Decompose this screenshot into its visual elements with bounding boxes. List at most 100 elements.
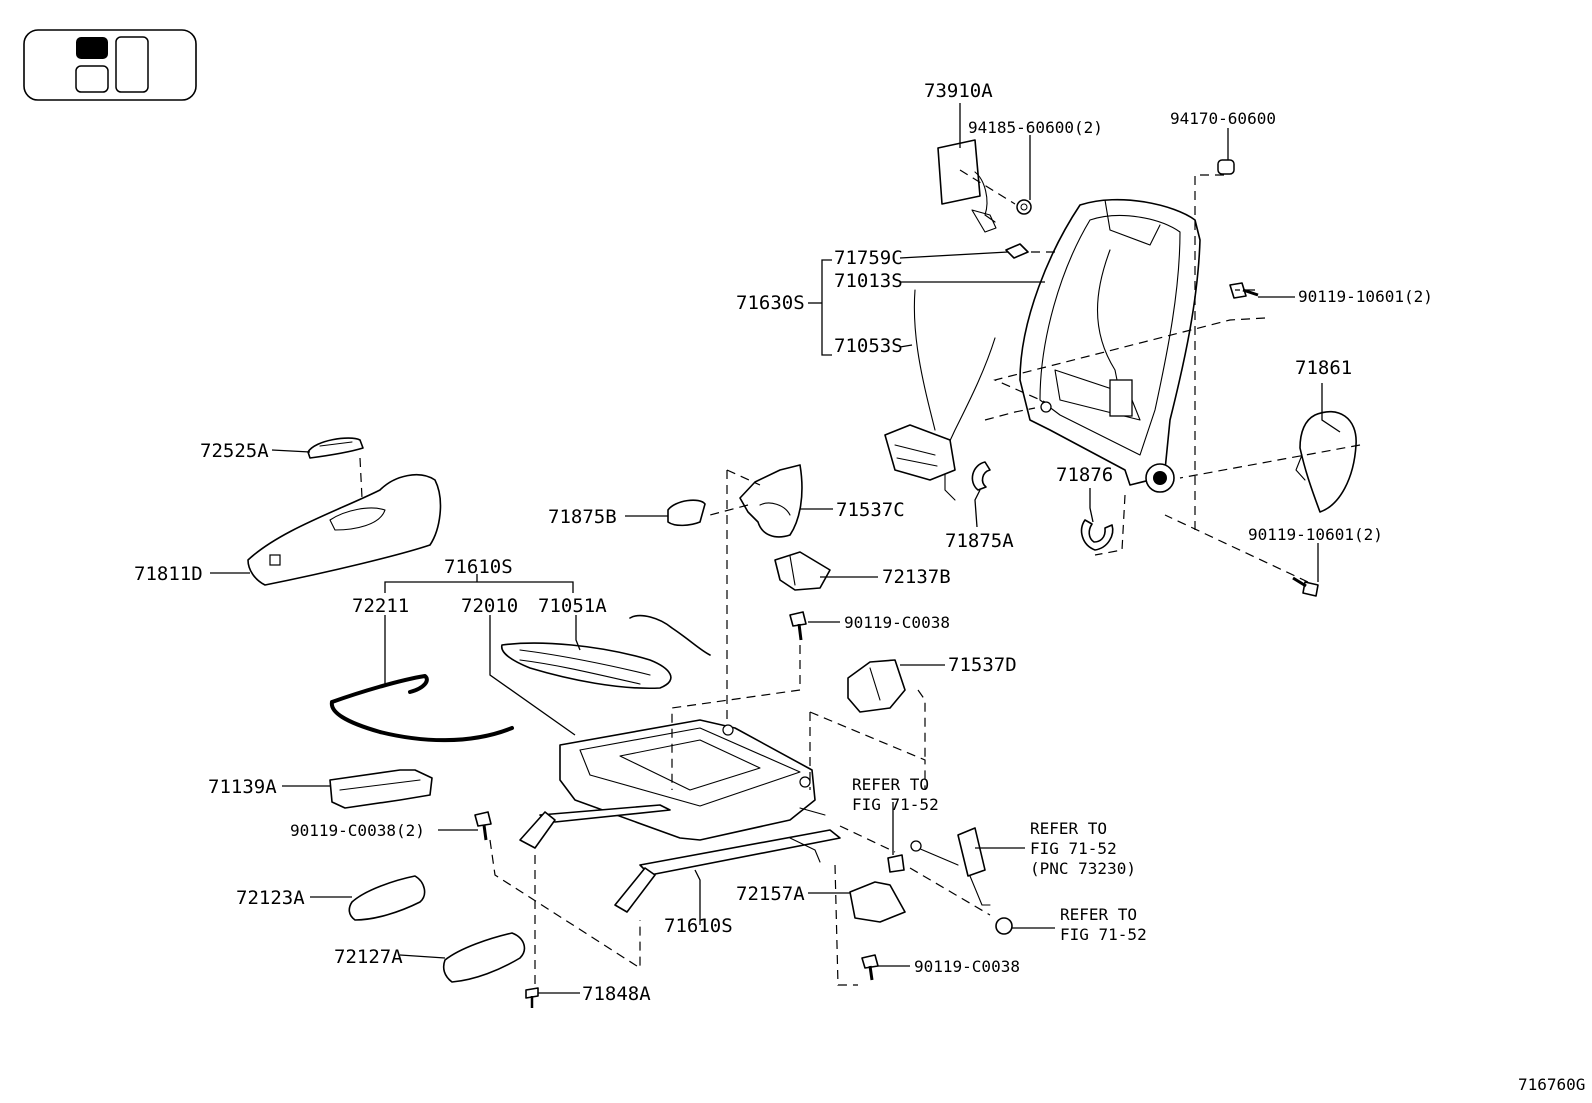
callout-71053S[interactable]: 71053S (834, 335, 903, 357)
seatback-spring-drawing (884, 289, 996, 501)
callout-71139A[interactable]: 71139A (208, 776, 277, 798)
svg-text:FIG 71-52: FIG 71-52 (1030, 839, 1117, 858)
svg-text:REFER TO: REFER TO (852, 775, 929, 794)
callout-71876[interactable]: 71876 (1056, 464, 1113, 486)
callout-94185-60600[interactable]: 94185-60600(2) (968, 118, 1103, 137)
svg-text:72010: 72010 (461, 595, 518, 617)
refer-note-seat-belt[interactable]: REFER TO FIG 71-52 (PNC 73230) (1030, 819, 1136, 878)
svg-text:(PNC 73230): (PNC 73230) (1030, 859, 1136, 878)
svg-text:90119-C0038: 90119-C0038 (914, 957, 1020, 976)
refer-note-center[interactable]: REFER TO FIG 71-52 (852, 775, 939, 814)
seat-track-drawing (519, 804, 841, 913)
svg-text:71051A: 71051A (538, 595, 607, 617)
sensor-module-drawing (937, 139, 997, 233)
assembly-dashed-lines (359, 169, 1361, 990)
callout-71861[interactable]: 71861 (1295, 357, 1352, 379)
ring-71876-drawing (1080, 519, 1114, 551)
callout-90119-10601-bot[interactable]: 90119-10601(2) (1248, 525, 1383, 544)
callout-72010[interactable]: 72010 (461, 595, 518, 617)
callout-71630S[interactable]: 71630S (736, 292, 805, 314)
callout-90119-C0038-a[interactable]: 90119-C0038 (844, 613, 950, 632)
leader-lines (210, 103, 1341, 994)
cover-71875B-drawing (667, 499, 706, 527)
recliner-cover-drawing (1295, 410, 1357, 513)
handle-71139A-drawing (329, 769, 433, 809)
svg-text:71139A: 71139A (208, 776, 277, 798)
svg-text:90119-10601(2): 90119-10601(2) (1298, 287, 1433, 306)
seat-belt-buckle-drawing (910, 827, 991, 906)
svg-text:71537D: 71537D (948, 654, 1017, 676)
callout-94170-60600[interactable]: 94170-60600 (1170, 109, 1276, 128)
callout-72127A[interactable]: 72127A (334, 946, 403, 968)
svg-text:90119-10601(2): 90119-10601(2) (1248, 525, 1383, 544)
cover-71537C-drawing (739, 464, 803, 538)
seatback-frame-drawing (1019, 198, 1201, 493)
svg-text:71861: 71861 (1295, 357, 1352, 379)
cover-72137B-drawing (774, 551, 831, 591)
svg-text:94185-60600(2): 94185-60600(2) (968, 118, 1103, 137)
clip-71759C-drawing (1005, 243, 1029, 259)
svg-text:71875A: 71875A (945, 530, 1014, 552)
diagram-id: 716760G (1518, 1075, 1585, 1094)
svg-text:FIG 71-52: FIG 71-52 (1060, 925, 1147, 944)
svg-text:71537C: 71537C (836, 499, 905, 521)
callout-90119-10601-top[interactable]: 90119-10601(2) (1298, 287, 1433, 306)
svg-text:71875B: 71875B (548, 506, 617, 528)
svg-text:72127A: 72127A (334, 946, 403, 968)
seat-position-icon (23, 29, 197, 101)
callout-71610S-bot[interactable]: 71610S (664, 915, 733, 937)
clip-refer-drawing (887, 854, 905, 873)
callout-72123A[interactable]: 72123A (236, 887, 305, 909)
nut-94185-drawing (1016, 199, 1032, 215)
svg-text:REFER TO: REFER TO (1060, 905, 1137, 924)
svg-text:71876: 71876 (1056, 464, 1113, 486)
svg-text:71610S: 71610S (664, 915, 733, 937)
refer-note-nut[interactable]: REFER TO FIG 71-52 (1060, 905, 1147, 944)
cover-71537D-drawing (847, 659, 906, 713)
callout-71759C[interactable]: 71759C (834, 247, 903, 269)
spring-mat-drawing (501, 614, 711, 690)
cushion-frame-drawing (559, 719, 816, 841)
callout-72525A[interactable]: 72525A (200, 440, 269, 462)
svg-text:REFER TO: REFER TO (1030, 819, 1107, 838)
svg-text:72211: 72211 (352, 595, 409, 617)
callout-71537C[interactable]: 71537C (836, 499, 905, 521)
svg-text:90119-C0038: 90119-C0038 (844, 613, 950, 632)
cover-72123A-drawing (348, 875, 426, 921)
svg-text:71811D: 71811D (134, 563, 203, 585)
wire-72211-drawing (329, 674, 514, 743)
svg-text:90119-C0038(2): 90119-C0038(2) (290, 821, 425, 840)
cover-72157A-drawing (849, 881, 906, 923)
svg-text:72123A: 72123A (236, 887, 305, 909)
nut-refer-drawing (995, 917, 1013, 935)
callout-71811D[interactable]: 71811D (134, 563, 203, 585)
svg-text:72525A: 72525A (200, 440, 269, 462)
svg-text:71013S: 71013S (834, 270, 903, 292)
callout-90119-C0038-2[interactable]: 90119-C0038(2) (290, 821, 425, 840)
svg-text:71630S: 71630S (736, 292, 805, 314)
side-shield-drawing (247, 474, 442, 586)
callout-90119-C0038-b[interactable]: 90119-C0038 (914, 957, 1020, 976)
callout-71875A[interactable]: 71875A (945, 530, 1014, 552)
callout-71875B[interactable]: 71875B (548, 506, 617, 528)
svg-text:FIG 71-52: FIG 71-52 (852, 795, 939, 814)
svg-text:71848A: 71848A (582, 983, 651, 1005)
nut-94170-drawing (1217, 159, 1235, 175)
bolt-90119-C0038-2-drawing (474, 811, 492, 841)
cover-72127A-drawing (442, 932, 526, 983)
callout-73910A[interactable]: 73910A (924, 80, 993, 102)
svg-text:71759C: 71759C (834, 247, 903, 269)
svg-text:71053S: 71053S (834, 335, 903, 357)
callout-71013S[interactable]: 71013S (834, 270, 903, 292)
callout-71610S-top[interactable]: 71610S (444, 556, 513, 578)
svg-text:72137B: 72137B (882, 566, 951, 588)
callout-72137B[interactable]: 72137B (882, 566, 951, 588)
svg-text:72157A: 72157A (736, 883, 805, 905)
callout-71537D[interactable]: 71537D (948, 654, 1017, 676)
callout-71848A[interactable]: 71848A (582, 983, 651, 1005)
callout-72211[interactable]: 72211 (352, 595, 409, 617)
svg-text:94170-60600: 94170-60600 (1170, 109, 1276, 128)
callout-72157A[interactable]: 72157A (736, 883, 805, 905)
callout-71051A[interactable]: 71051A (538, 595, 607, 617)
